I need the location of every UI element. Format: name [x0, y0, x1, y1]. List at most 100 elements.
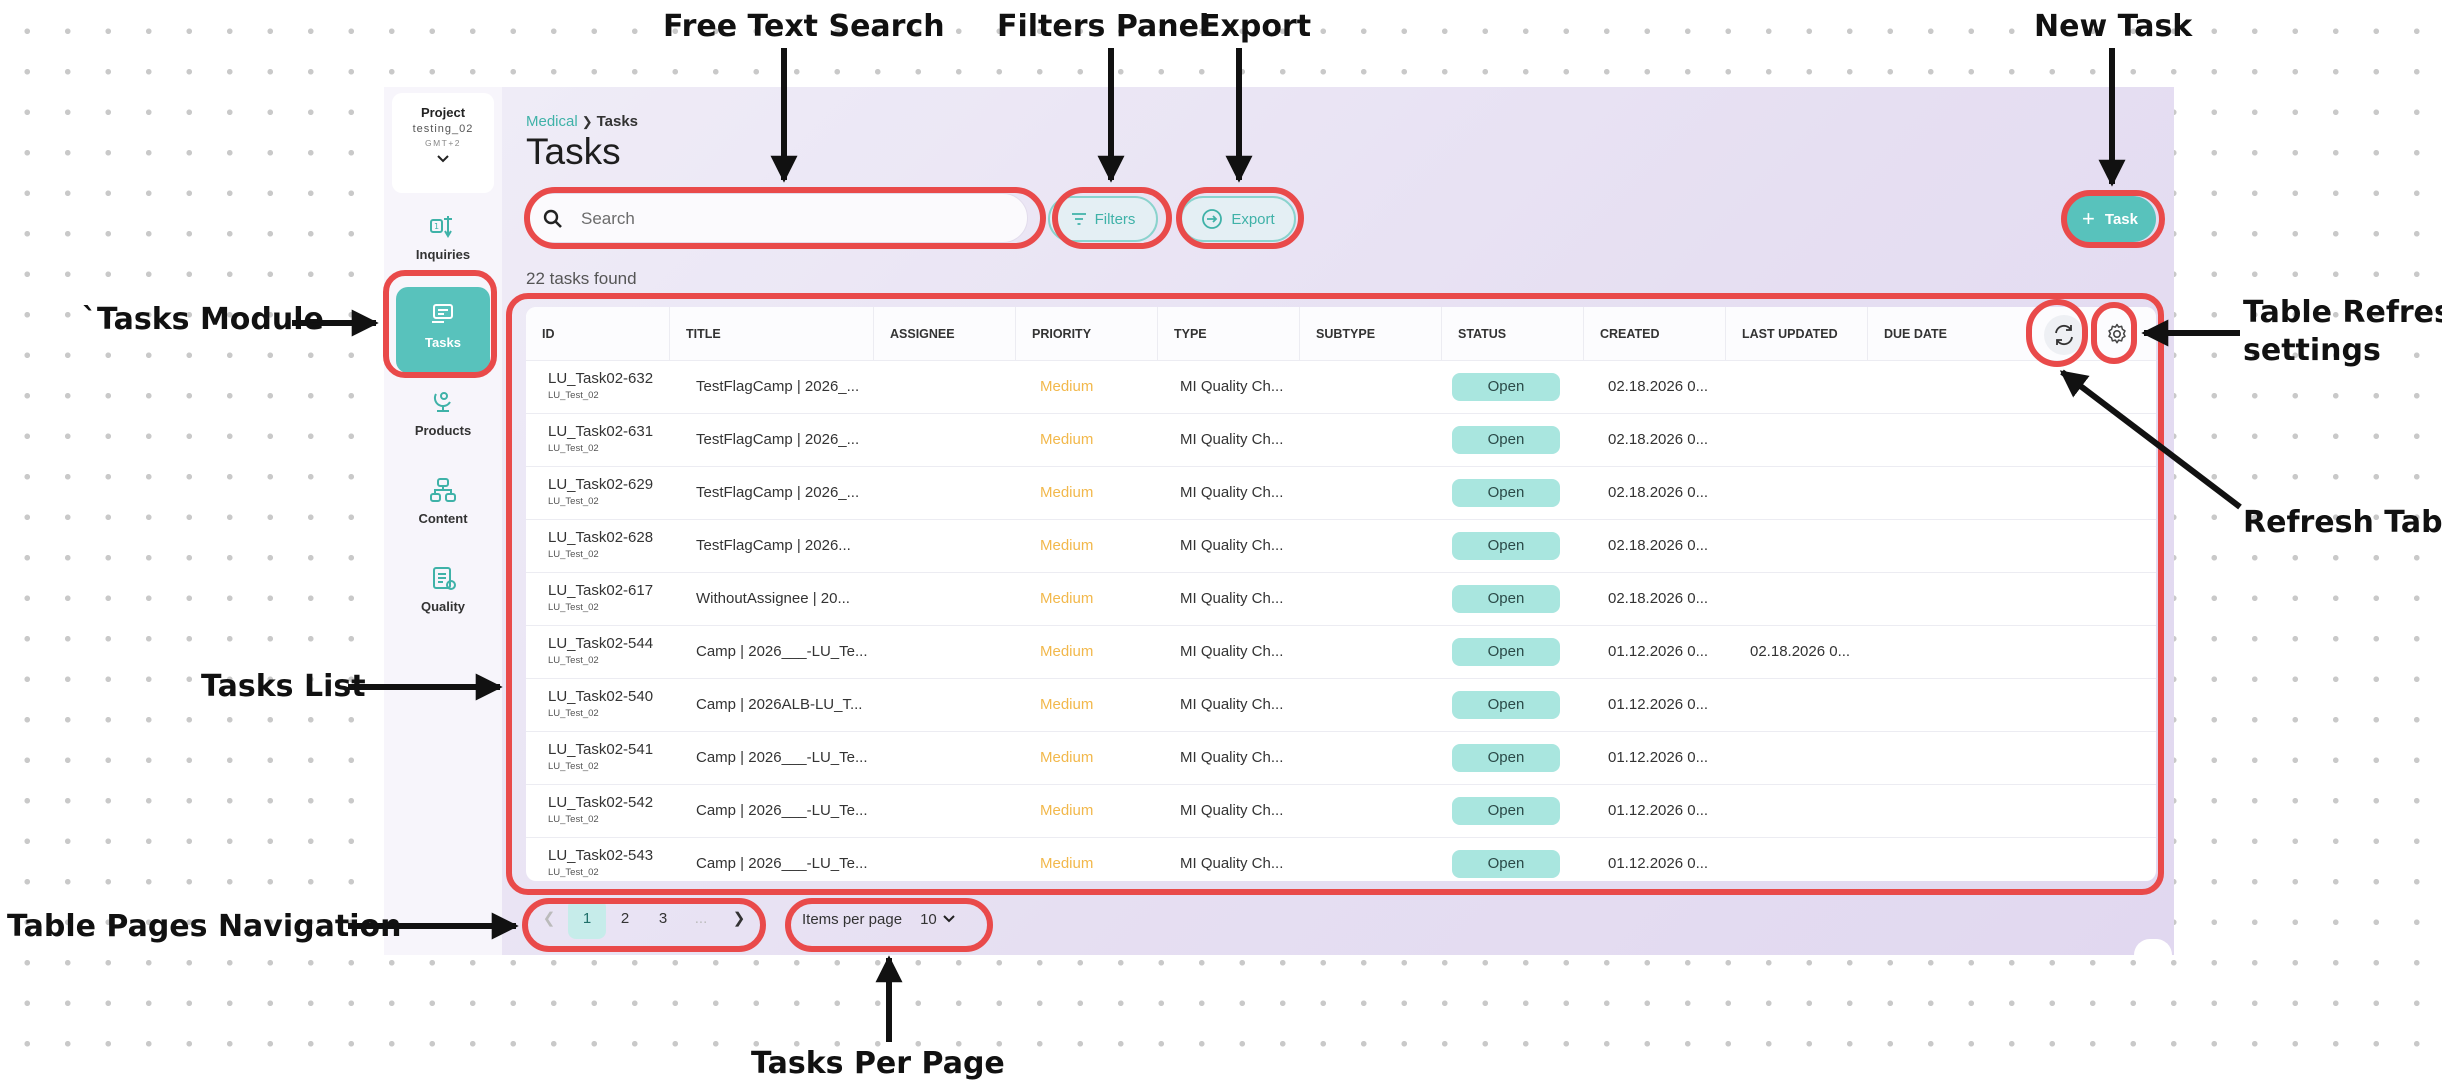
column-header-id[interactable]: ID	[526, 307, 670, 361]
column-header-status[interactable]: STATUS	[1442, 307, 1584, 361]
annotation-line: Table Refresh	[2243, 295, 2442, 330]
sidebar-item-products[interactable]: Products	[396, 375, 490, 461]
cell-priority: Medium	[1040, 802, 1094, 819]
search-input[interactable]	[581, 204, 1001, 234]
chevron-down-icon	[943, 915, 955, 923]
sidebar-item-content[interactable]: Content	[396, 463, 490, 549]
page-button-1[interactable]: 1	[568, 899, 606, 939]
search-box[interactable]	[526, 193, 1028, 243]
cell-priority: Medium	[1040, 590, 1094, 607]
column-header-due-date[interactable]: DUE DATE	[1884, 327, 1947, 341]
highlight-tasks-list	[506, 293, 2164, 895]
cell-type: MI Quality Ch...	[1180, 590, 1284, 607]
task-project: LU_Test_02	[548, 708, 599, 719]
page-ellipsis: ...	[694, 910, 708, 927]
status-badge: Open	[1452, 691, 1560, 719]
column-header-created[interactable]: CREATED	[1584, 307, 1726, 361]
tasks-icon	[432, 304, 453, 323]
tasks-table: ID TITLE ASSIGNEE PRIORITY TYPE SUBTYPE …	[526, 307, 2156, 881]
highlight-items-per-page	[785, 898, 993, 952]
cell-priority: Medium	[1040, 431, 1094, 448]
status-badge: Open	[1452, 850, 1560, 878]
products-icon	[433, 392, 451, 412]
breadcrumb-current: Tasks	[596, 113, 639, 130]
export-button-label: Export	[1231, 210, 1275, 228]
cell-type: MI Quality Ch...	[1180, 431, 1284, 448]
column-header-title[interactable]: TITLE	[670, 307, 874, 361]
svg-text:1: 1	[434, 222, 439, 231]
items-per-page-value: 10	[920, 910, 937, 928]
column-header-subtype[interactable]: SUBTYPE	[1300, 307, 1442, 361]
task-project: LU_Test_02	[548, 549, 599, 560]
task-project: LU_Test_02	[548, 496, 599, 507]
items-per-page-select[interactable]: Items per page 10	[802, 899, 992, 939]
sidebar-item-label: Quality	[420, 599, 466, 614]
chat-widget-button[interactable]	[2134, 939, 2172, 955]
column-header-last-updated[interactable]: LAST UPDATED	[1726, 307, 1868, 361]
inquiries-icon: 1	[430, 216, 452, 238]
task-id: LU_Task02-540	[548, 688, 654, 705]
sidebar-item-inquiries[interactable]: 1 Inquiries	[396, 199, 490, 285]
page-button-3[interactable]: 3	[658, 910, 668, 927]
sidebar-item-quality[interactable]: Quality	[396, 551, 490, 637]
sidebar-item-label: Inquiries	[415, 247, 471, 262]
page-title: Tasks	[526, 131, 621, 172]
cell-priority: Medium	[1040, 749, 1094, 766]
new-task-button-label: Task	[2104, 210, 2138, 228]
cell-created: 01.12.2026 0...	[1608, 802, 1709, 819]
status-badge: Open	[1452, 532, 1560, 560]
breadcrumb: Medical❯Tasks	[526, 113, 638, 130]
cell-title: WithoutAssignee | 20...	[696, 590, 850, 607]
cell-created: 01.12.2026 0...	[1608, 749, 1709, 766]
cell-title: TestFlagCamp | 2026...	[696, 537, 851, 554]
task-id: LU_Task02-541	[548, 741, 654, 758]
task-id: LU_Task02-543	[548, 847, 654, 864]
cell-priority: Medium	[1040, 484, 1094, 501]
column-header-assignee[interactable]: ASSIGNEE	[874, 307, 1016, 361]
sidebar-item-label: Products	[414, 423, 472, 438]
cell-priority: Medium	[1040, 855, 1094, 872]
items-per-page-label: Items per page	[802, 910, 903, 928]
cell-created: 01.12.2026 0...	[1608, 696, 1709, 713]
sidebar-item-tasks[interactable]: Tasks	[396, 287, 490, 373]
chevron-right-icon: ❯	[581, 114, 593, 129]
arrow-refresh	[2059, 369, 2242, 510]
annotation-line: settings	[2243, 332, 2381, 368]
task-project: LU_Test_02	[548, 761, 599, 772]
task-project: LU_Test_02	[548, 602, 599, 613]
cell-title: Camp | 2026___-LU_Te...	[696, 855, 868, 872]
content-icon	[430, 478, 456, 502]
column-header-type[interactable]: TYPE	[1158, 307, 1300, 361]
breadcrumb-parent-link[interactable]: Medical	[526, 113, 578, 130]
column-header-priority[interactable]: PRIORITY	[1016, 307, 1158, 361]
cell-title: Camp | 2026ALB-LU_T...	[696, 696, 863, 713]
annotation-tasks-module: `Tasks Module	[82, 302, 324, 337]
cell-last-updated: 02.18.2026 0...	[1750, 643, 1851, 660]
main-content: Medical❯Tasks Tasks Filters Export + Tas…	[502, 87, 2174, 955]
sidebar-item-label: Tasks	[425, 335, 461, 350]
status-badge: Open	[1452, 373, 1560, 401]
cell-priority: Medium	[1040, 696, 1094, 713]
annotation-table-pages-navigation: Table Pages Navigation	[7, 909, 402, 944]
project-selector[interactable]: Project testing_02 GMT+2	[392, 93, 494, 193]
results-count: 22 tasks found	[526, 269, 637, 288]
highlight-export	[1176, 187, 1304, 249]
cell-type: MI Quality Ch...	[1180, 802, 1284, 819]
page-button-2[interactable]: 2	[620, 910, 630, 927]
